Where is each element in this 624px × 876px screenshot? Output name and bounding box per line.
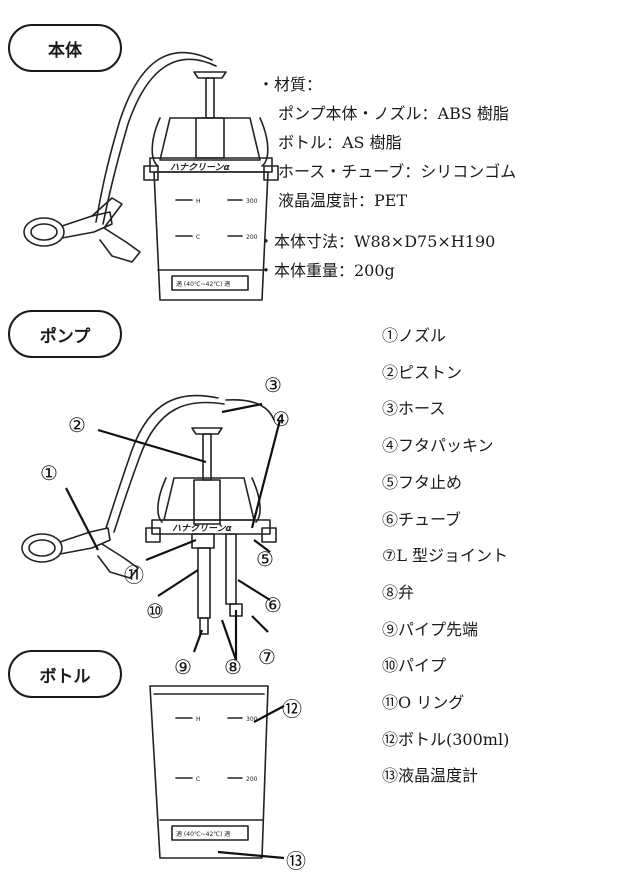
- bottle-thermo-label: 適 (40℃~42℃) 適: [176, 830, 230, 838]
- part-item-lid-packing: ④フタパッキン: [382, 436, 494, 456]
- callout-11: ⑪: [124, 563, 144, 587]
- spec-dimensions: ・本体寸法：W88×D75×H190: [258, 232, 496, 251]
- main-nozzle-ring: [23, 217, 65, 247]
- callout-8: ⑧: [224, 655, 242, 679]
- part-item-tube: ⑥チューブ: [382, 509, 462, 529]
- part-item-o-ring: ⑪O リング: [382, 693, 465, 713]
- part-item-l-joint: ⑦L 型ジョイント: [382, 546, 509, 566]
- parts-list: ①ノズル ②ピストン ③ホース ④フタパッキン ⑤フタ止め ⑥チューブ ⑦L 型…: [382, 318, 509, 795]
- part-item-bottle: ⑫ボトル(300ml): [382, 729, 510, 749]
- callout-9: ⑨: [174, 655, 192, 679]
- main-hose: [95, 51, 213, 223]
- bottle-scale-c: C: [196, 776, 200, 783]
- main-thermo-label: 適 (40℃~42℃) 適: [176, 280, 230, 288]
- callout-12: ⑫: [282, 697, 302, 721]
- part-item-pipe-tip: ⑨パイプ先端: [382, 619, 479, 639]
- part-item-piston: ②ピストン: [382, 362, 463, 382]
- main-scale-300: 300: [246, 198, 258, 205]
- section-tag-main-unit: 本体: [8, 24, 122, 72]
- part-item-hose: ③ホース: [382, 399, 446, 419]
- main-brand-label: ハナクリーンα: [170, 162, 231, 173]
- callout-10: ⑩: [146, 599, 164, 623]
- callout-6: ⑥: [264, 593, 282, 617]
- main-scale-h: H: [196, 198, 201, 205]
- part-item-nozzle: ①ノズル: [382, 326, 447, 345]
- pump-nozzle-ring: [21, 533, 63, 563]
- bottle-scale-300: 300: [246, 716, 258, 723]
- callout-2: ②: [68, 413, 86, 437]
- callout-3: ③: [264, 373, 282, 397]
- callout-5: ⑤: [256, 547, 274, 571]
- callout-1: ①: [40, 461, 58, 485]
- main-scale-c: C: [196, 234, 200, 241]
- spec-material-heading: ・材質：: [258, 75, 323, 94]
- main-scale-200: 200: [246, 234, 258, 241]
- part-item-valve: ⑧弁: [382, 582, 415, 602]
- spec-thermometer: 液晶温度計：PET: [278, 191, 408, 210]
- spec-pump-nozzle: ポンプ本体・ノズル：ABS 樹脂: [278, 104, 509, 123]
- spec-hose-tube: ホース・チューブ：シリコンゴム: [278, 162, 517, 181]
- callout-13: ⑬: [286, 849, 306, 873]
- spec-bottle: ボトル：AS 樹脂: [278, 133, 402, 152]
- part-item-pipe: ⑩パイプ: [382, 656, 447, 676]
- part-item-lid-stopper: ⑤フタ止め: [382, 472, 463, 492]
- section-tag-pump: ポンプ: [8, 310, 122, 358]
- callout-7: ⑦: [258, 645, 276, 669]
- spec-list: ・材質： ポンプ本体・ノズル：ABS 樹脂 ボトル：AS 樹脂 ホース・チューブ…: [258, 70, 516, 285]
- bottle-scale-h: H: [196, 716, 201, 723]
- callout-4: ④: [272, 407, 290, 431]
- pump-brand-label: ハナクリーンα: [172, 523, 233, 534]
- section-tag-bottle: ボトル: [8, 650, 122, 698]
- bottle-scale-200: 200: [246, 776, 258, 783]
- part-item-lcd-thermometer: ⑬液晶温度計: [382, 766, 479, 786]
- spec-weight: ・本体重量：200g: [258, 261, 395, 280]
